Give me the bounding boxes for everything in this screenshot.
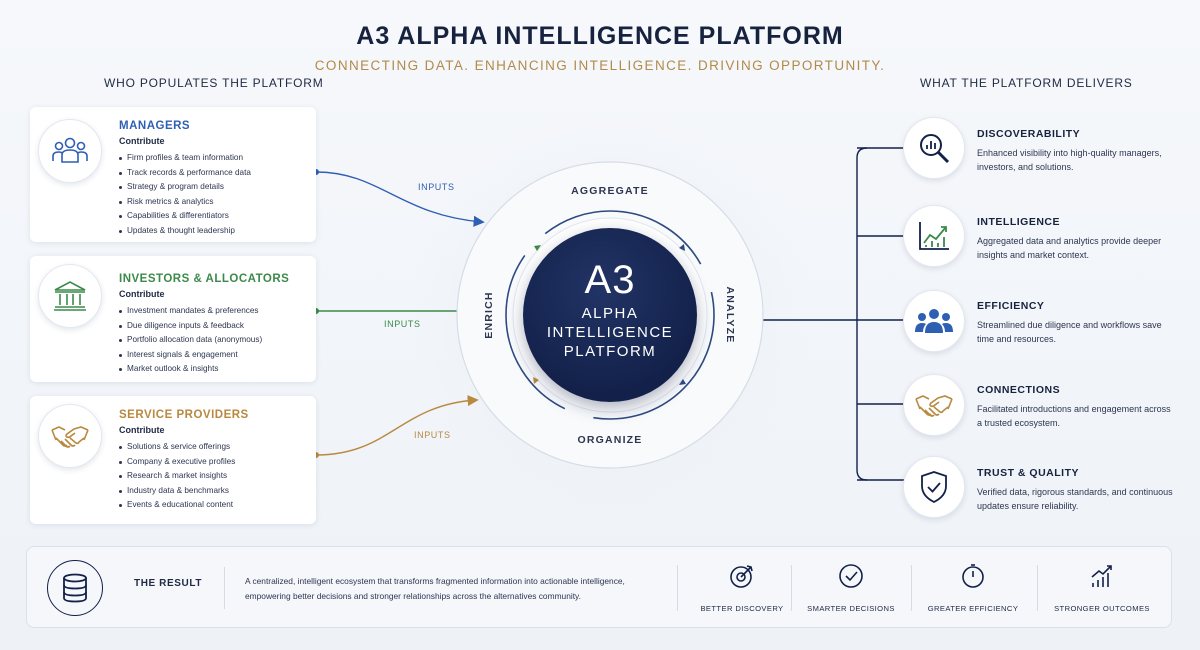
deliverable-title: TRUST & QUALITY xyxy=(977,467,1079,479)
left-column-heading: WHO POPULATES THE PLATFORM xyxy=(104,76,324,90)
source-card-managers: MANAGERS Contribute Firm profiles & team… xyxy=(30,107,316,242)
list-item: Research & market insights xyxy=(119,469,314,484)
page-title: A3 ALPHA INTELLIGENCE PLATFORM xyxy=(356,22,844,50)
cycle-arrow-bl xyxy=(533,377,539,384)
inputs-label-providers: INPUTS xyxy=(414,430,451,440)
divider xyxy=(677,565,678,611)
deliverable-title: DISCOVERABILITY xyxy=(977,128,1081,140)
bank-icon xyxy=(38,264,102,328)
cycle-arrow-tr xyxy=(679,244,685,251)
list-item: Firm profiles & team information xyxy=(119,151,309,166)
deliverable-trust-quality: TRUST & QUALITY Verified data, rigorous … xyxy=(977,467,1177,513)
check-circle-icon xyxy=(801,563,901,594)
divider xyxy=(791,565,792,611)
output-bracket xyxy=(856,147,868,481)
list-item: Solutions & service offerings xyxy=(119,440,314,455)
list-item: Capabilities & differentiators xyxy=(119,209,309,224)
list-item: Track records & performance data xyxy=(119,166,309,181)
ring-label-organize: ORGANIZE xyxy=(577,434,643,446)
source-card-investors: INVESTORS & ALLOCATORS Contribute Invest… xyxy=(30,256,316,382)
deliverable-title: INTELLIGENCE xyxy=(977,216,1061,228)
deliverable-desc: Streamlined due diligence and workflows … xyxy=(977,320,1162,344)
source-card-providers: SERVICE PROVIDERS Contribute Solutions &… xyxy=(30,396,316,524)
outcome-smarter-decisions: SMARTER DECISIONS xyxy=(801,563,901,613)
deliverable-desc: Aggregated data and analytics provide de… xyxy=(977,236,1162,260)
deliverable-desc: Verified data, rigorous standards, and c… xyxy=(977,487,1173,511)
contribute-label: Contribute xyxy=(119,136,165,146)
result-bar: THE RESULT A centralized, intelligent ec… xyxy=(26,546,1172,628)
list-item: Due diligence inputs & feedback xyxy=(119,319,314,334)
divider xyxy=(224,567,225,609)
source-title-providers: SERVICE PROVIDERS xyxy=(119,409,249,421)
handshake-icon xyxy=(38,404,102,468)
divider xyxy=(911,565,912,611)
deliverable-connections: CONNECTIONS Facilitated introductions an… xyxy=(977,384,1177,430)
outcome-better-discovery: BETTER DISCOVERY xyxy=(692,563,792,613)
list-item: Portfolio allocation data (anonymous) xyxy=(119,333,314,348)
right-column-heading: WHAT THE PLATFORM DELIVERS xyxy=(920,76,1133,90)
result-label: THE RESULT xyxy=(134,578,203,589)
cycle-arrow-br xyxy=(679,379,686,385)
list-item: Interest signals & engagement xyxy=(119,348,314,363)
deliverable-title: CONNECTIONS xyxy=(977,384,1061,396)
result-desc-line-2: empowering better decisions and stronger… xyxy=(245,591,581,601)
page-subtitle: CONNECTING DATA. ENHANCING INTELLIGENCE.… xyxy=(314,58,886,73)
outcome-stronger-outcomes: STRONGER OUTCOMES xyxy=(1047,563,1157,613)
source-title-investors: INVESTORS & ALLOCATORS xyxy=(119,273,290,285)
contribute-label: Contribute xyxy=(119,425,165,435)
outcome-label: GREATER EFFICIENCY xyxy=(927,604,1019,613)
platform-core: A3 ALPHA INTELLIGENCE PLATFORM xyxy=(523,228,697,402)
cycle-arrow-tl xyxy=(534,245,541,251)
handshake-icon xyxy=(903,374,965,436)
growth-chart-icon xyxy=(903,205,965,267)
ring-label-enrich: ENRICH xyxy=(483,291,495,339)
deliverable-desc: Enhanced visibility into high-quality ma… xyxy=(977,148,1162,172)
list-item: Risk metrics & analytics xyxy=(119,195,309,210)
managers-input-arrow xyxy=(315,171,485,227)
deliverable-desc: Facilitated introductions and engagement… xyxy=(977,404,1171,428)
deliverable-efficiency: EFFICIENCY Streamlined due diligence and… xyxy=(977,300,1177,346)
deliverable-discoverability: DISCOVERABILITY Enhanced visibility into… xyxy=(977,128,1177,174)
database-icon xyxy=(47,560,103,616)
divider xyxy=(1037,565,1038,611)
outcome-label: SMARTER DECISIONS xyxy=(807,604,895,613)
providers-input-arrow xyxy=(315,394,479,456)
result-desc-line-1: A centralized, intelligent ecosystem tha… xyxy=(245,576,625,586)
core-line-2: INTELLIGENCE xyxy=(546,324,674,341)
list-item: Strategy & program details xyxy=(119,180,309,195)
stopwatch-icon xyxy=(923,563,1023,594)
shield-check-icon xyxy=(903,456,965,518)
magnifier-chart-icon xyxy=(903,117,965,179)
inputs-label-managers: INPUTS xyxy=(418,182,455,192)
ring-label-analyze: ANALYZE xyxy=(724,286,736,344)
source-title-managers: MANAGERS xyxy=(119,120,191,132)
list-item: Events & educational content xyxy=(119,498,314,513)
deliverable-title: EFFICIENCY xyxy=(977,300,1045,312)
team-icon xyxy=(38,119,102,183)
core-line-3: PLATFORM xyxy=(563,343,657,360)
list-item: Company & executive profiles xyxy=(119,455,314,470)
outcome-label: BETTER DISCOVERY xyxy=(700,604,784,613)
cycle-ring xyxy=(505,210,715,420)
inputs-label-investors: INPUTS xyxy=(384,319,421,329)
result-description: A centralized, intelligent ecosystem tha… xyxy=(245,574,625,604)
people-icon xyxy=(903,290,965,352)
list-item: Industry data & benchmarks xyxy=(119,484,314,499)
bar-growth-icon xyxy=(1047,563,1157,594)
list-item: Updates & thought leadership xyxy=(119,224,309,239)
outcome-label: STRONGER OUTCOMES xyxy=(1054,604,1150,613)
ring-label-aggregate: AGGREGATE xyxy=(571,185,649,197)
list-item: Market outlook & insights xyxy=(119,362,314,377)
core-logo: A3 xyxy=(584,258,636,302)
outcome-greater-efficiency: GREATER EFFICIENCY xyxy=(923,563,1023,613)
deliverable-intelligence: INTELLIGENCE Aggregated data and analyti… xyxy=(977,216,1177,262)
list-item: Investment mandates & preferences xyxy=(119,304,314,319)
target-icon xyxy=(692,563,792,594)
contribute-label: Contribute xyxy=(119,289,165,299)
core-line-1: ALPHA xyxy=(581,305,639,322)
